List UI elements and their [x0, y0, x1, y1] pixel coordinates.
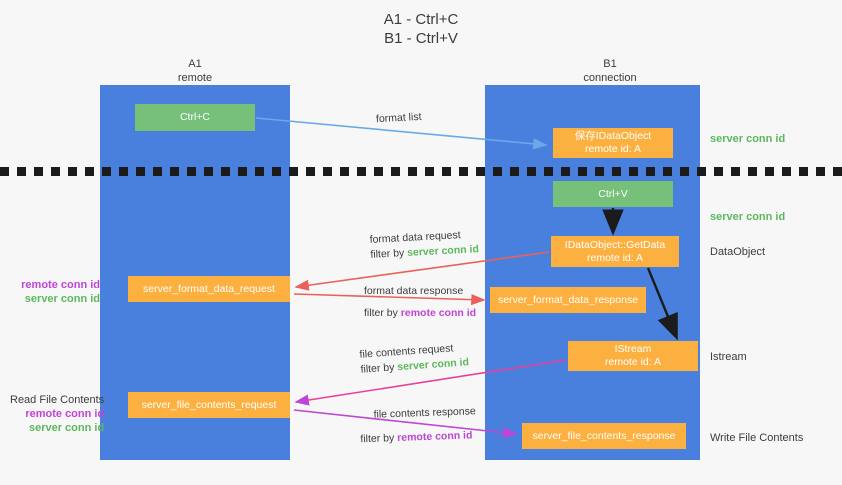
left-label-server-conn-id-1: server conn id — [24, 293, 100, 305]
arrow-label-format-data-response-filter: filter by remote conn id — [364, 306, 476, 321]
node-format-data-response[interactable]: server_format_data_response — [490, 287, 646, 313]
arrow-label-format-list: format list — [376, 110, 422, 127]
title-line-2: B1 - Ctrl+V — [384, 30, 458, 47]
arrow-label-file-contents-response-filter: filter by remote conn id — [360, 428, 477, 447]
column-a1-name: A1 — [188, 58, 202, 70]
node-format-data-request[interactable]: server_format_data_request — [128, 276, 290, 302]
right-label-istream: Istream — [710, 351, 747, 363]
filter-prefix-1: filter by — [370, 246, 408, 261]
right-label-write-file-contents: Write File Contents — [710, 432, 804, 444]
column-b1-sub: connection — [583, 72, 637, 84]
arrow-label-file-contents-request: file contents request filter by server c… — [359, 340, 469, 377]
node-file-contents-response-label: server_file_contents_response — [532, 429, 676, 442]
filter-prefix-4: filter by — [360, 431, 398, 446]
filter-id-4: remote conn id — [396, 429, 473, 444]
node-ctrl-c[interactable]: Ctrl+C — [135, 104, 255, 131]
node-ctrl-v-label: Ctrl+V — [598, 187, 628, 200]
right-label-dataobject: DataObject — [710, 246, 766, 258]
node-istream-line2: remote id: A — [604, 356, 662, 368]
node-format-data-request-label: server_format_data_request — [143, 282, 275, 295]
node-file-contents-request-label: server_file_contents_request — [141, 398, 277, 411]
right-label-server-conn-id-top: server conn id — [710, 133, 786, 145]
arrow-label-file-contents-response: file contents response filter by remote … — [360, 404, 476, 447]
left-label-read-file-contents: Read File Contents — [10, 394, 105, 406]
filter-id-2: remote conn id — [400, 307, 477, 319]
right-label-server-conn-id-mid: server conn id — [710, 211, 786, 223]
title-line-1: A1 - Ctrl+C — [383, 11, 459, 28]
arrow-label-format-list-text: format list — [375, 110, 422, 126]
node-istream[interactable]: IStream remote id: A — [568, 341, 698, 371]
arrow-label-file-contents-response-text: file contents response — [373, 405, 476, 421]
node-getdata[interactable]: IDataObject::GetData remote id: A — [551, 236, 679, 267]
node-istream-line1: IStream — [614, 343, 652, 355]
node-ctrl-c-label: Ctrl+C — [179, 111, 211, 123]
node-idataobject[interactable]: 保存IDataObject remote id: A — [553, 128, 673, 158]
node-format-data-response-label: server_format_data_response — [497, 293, 639, 306]
column-a1-sub: remote — [177, 72, 213, 84]
left-label-remote-conn-id-2: remote conn id — [25, 408, 105, 420]
phase-divider — [0, 167, 842, 176]
filter-prefix-2: filter by — [364, 307, 401, 319]
page-title: A1 - Ctrl+C B1 - Ctrl+V — [0, 10, 842, 48]
node-idataobject-line2: remote id: A — [584, 143, 642, 155]
node-getdata-line2: remote id: A — [586, 251, 644, 264]
left-label-server-conn-id-2: server conn id — [28, 422, 105, 434]
node-ctrl-v[interactable]: Ctrl+V — [553, 181, 673, 207]
filter-id-3: server conn id — [396, 356, 470, 374]
arrow-label-format-data-response: format data response filter by remote co… — [364, 284, 476, 321]
node-getdata-line1: IDataObject::GetData — [564, 238, 666, 251]
filter-id-1: server conn id — [406, 243, 480, 259]
column-header-b1: B1 connection — [530, 57, 690, 85]
column-header-a1: A1 remote — [115, 57, 275, 85]
node-idataobject-line1: 保存IDataObject — [574, 130, 652, 142]
filter-prefix-3: filter by — [360, 361, 398, 376]
column-b1-name: B1 — [603, 58, 617, 70]
node-file-contents-request[interactable]: server_file_contents_request — [128, 392, 290, 418]
node-file-contents-response[interactable]: server_file_contents_response — [522, 423, 686, 449]
left-label-remote-conn-id-1: remote conn id — [21, 279, 100, 291]
left-label-group-file: Read File Contents remote conn id server… — [10, 393, 104, 435]
arrow-label-format-data-response-text: format data response — [364, 285, 464, 297]
arrow-label-format-data-request: format data request filter by server con… — [369, 227, 479, 263]
left-label-group-format: remote conn id server conn id — [10, 278, 100, 306]
